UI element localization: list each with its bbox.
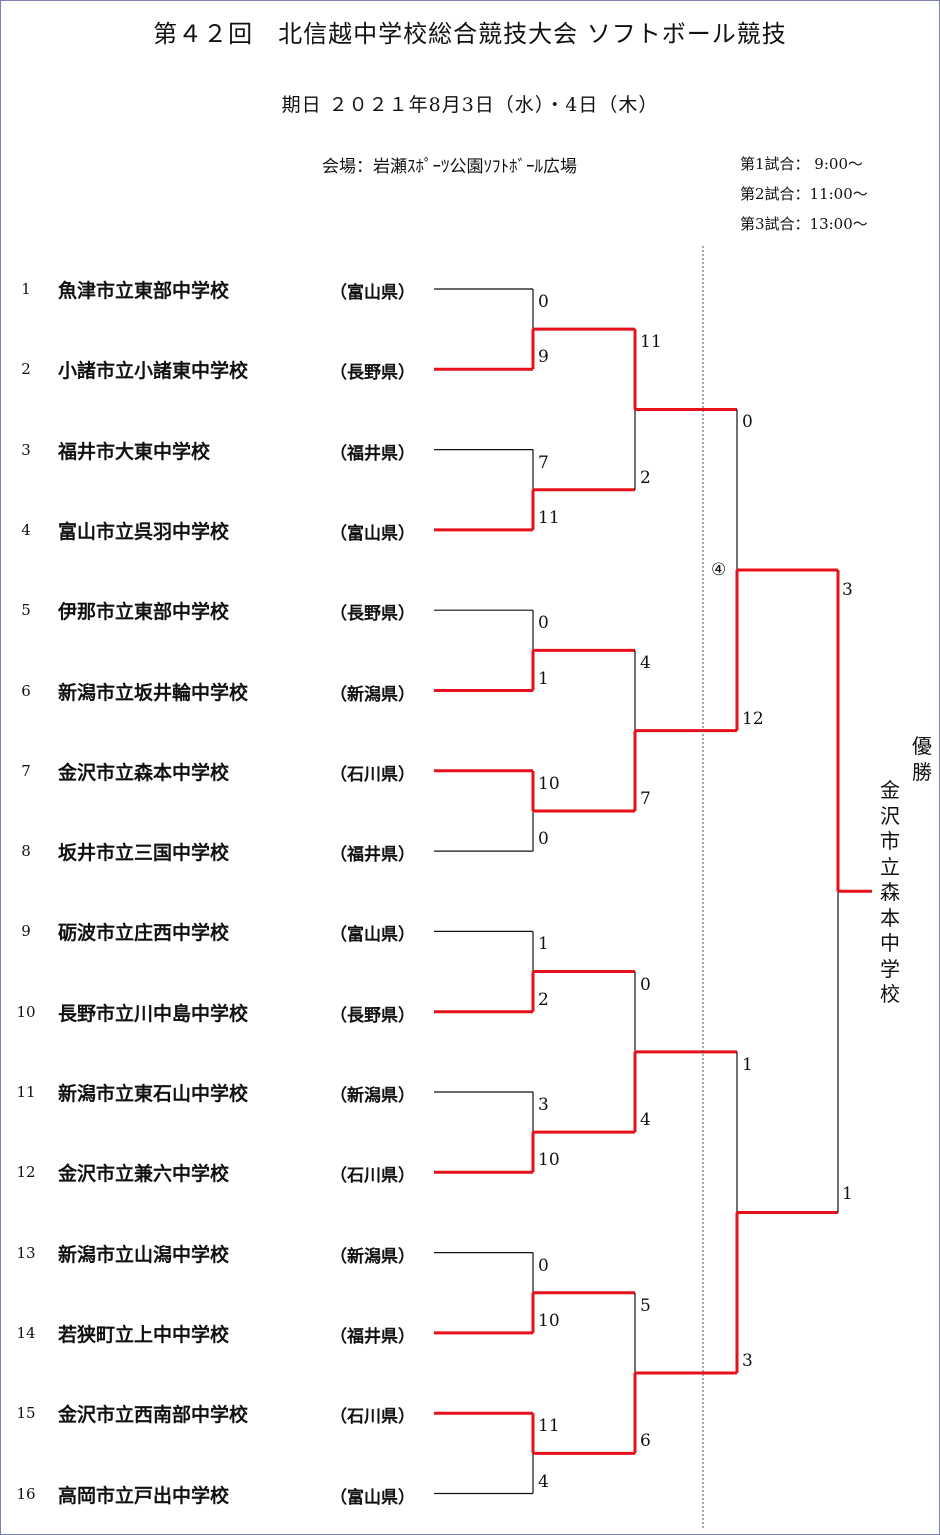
score-bottom: 7 [640,788,651,809]
score-top: 11 [640,332,662,353]
team-prefecture: （新潟県） [330,1086,415,1106]
schedule-game-3: 第3試合：13:00～ [740,215,868,233]
team-prefecture: （富山県） [330,1487,415,1508]
team-prefecture: （福井県） [330,443,415,464]
score-bottom: 4 [640,1110,651,1131]
score-bottom: 9 [538,347,549,368]
event-venue: 会場：岩瀬ｽﾎﾟｰﾂ公園ｿﾌﾄﾎﾞｰﾙ広場 [322,157,577,177]
score-bottom: 10 [538,1310,560,1331]
team-prefecture: （富山県） [330,523,415,544]
team-prefecture: （石川県） [330,1166,415,1187]
team-school: 富山市立呉羽中学校 [58,520,230,543]
score-top: 5 [640,1295,651,1316]
score-top: 7 [538,452,549,473]
champion-label: 優勝 [912,734,932,784]
team-prefecture: （長野県） [330,1005,415,1026]
team-number: 16 [16,1484,36,1503]
team-school: 小諸市立小諸東中学校 [58,360,249,383]
score-top: 1 [742,1054,753,1075]
team-school: 若狭町立上中中学校 [58,1323,230,1346]
team-number: 8 [21,842,31,861]
schedule-game-1: 第1試合： 9:00～ [740,155,863,173]
team-school: 坂井市立三国中学校 [58,842,230,865]
score-top: 0 [538,1255,549,1276]
score-bottom: 2 [538,989,549,1010]
score-bottom: 6 [640,1431,651,1452]
team-number: 4 [21,520,31,539]
score-top: 0 [538,613,549,634]
team-prefecture: （新潟県） [330,684,415,705]
score-bottom: 3 [742,1351,753,1372]
champion-name: 金沢市立森本中学校 [880,778,900,1006]
team-school: 金沢市立森本中学校 [58,761,230,784]
score-top: 0 [640,974,651,995]
score-top: 0 [742,412,753,433]
score-bottom: 2 [640,467,651,488]
team-prefecture: （長野県） [330,363,415,384]
score-top: 0 [538,292,549,312]
schedule-game-2: 第2試合：11:00～ [740,185,868,203]
team-prefecture: （福井県） [330,845,415,866]
score-bottom: 10 [538,1150,560,1171]
page-title: 第４２回 北信越中学校総合競技大会 ソフトボール競技 [153,20,787,48]
score-bottom: 12 [742,708,764,729]
team-number: 11 [16,1083,36,1101]
team-number: 3 [21,440,31,459]
event-date: 期日 ２０２１年8月3日（水）・4日（木） [281,94,659,116]
team-school: 金沢市立兼六中学校 [58,1163,230,1186]
team-prefecture: （富山県） [330,283,415,303]
team-number: 15 [16,1404,36,1423]
team-number: 2 [21,360,31,379]
score-top: 10 [538,773,560,794]
team-school: 長野市立川中島中学校 [58,1002,249,1025]
score-bottom: 4 [538,1471,549,1492]
team-number: 10 [16,1002,36,1021]
team-number: 14 [16,1323,36,1342]
team-prefecture: （富山県） [330,925,415,946]
team-prefecture: （福井県） [330,1326,415,1347]
team-school: 新潟市立坂井輪中学校 [58,681,249,704]
team-prefecture: （長野県） [330,604,415,625]
team-school: 新潟市立山潟中学校 [58,1243,230,1266]
team-number: 12 [16,1163,36,1182]
team-school: 高岡市立戸出中学校 [58,1484,230,1507]
score-top: 3 [842,580,853,601]
score-top: 3 [538,1095,549,1115]
team-number: 9 [21,922,31,941]
team-school: 金沢市立西南部中学校 [58,1404,249,1427]
score-bottom: 1 [538,668,549,689]
team-number: 13 [16,1243,36,1262]
score-bottom: 1 [842,1184,853,1205]
team-number: 7 [21,761,31,780]
team-school: 伊那市立東部中学校 [58,601,230,624]
team-number: 6 [21,681,31,700]
team-prefecture: （石川県） [330,764,415,785]
team-prefecture: （新潟県） [330,1246,415,1267]
team-number: 1 [21,280,31,298]
team-school: 福井市大東中学校 [58,440,211,463]
team-prefecture: （石川県） [330,1407,415,1428]
team-school: 新潟市立東石山中学校 [58,1083,249,1105]
score-top: 1 [538,934,549,955]
team-number: 5 [21,601,31,620]
team-school: 砺波市立庄西中学校 [58,922,230,945]
score-top: 4 [640,653,651,674]
game-number-note: ④ [711,560,727,581]
score-top: 11 [538,1416,560,1437]
team-school: 魚津市立東部中学校 [58,280,230,302]
score-bottom: 0 [538,829,549,850]
score-bottom: 11 [538,507,560,528]
